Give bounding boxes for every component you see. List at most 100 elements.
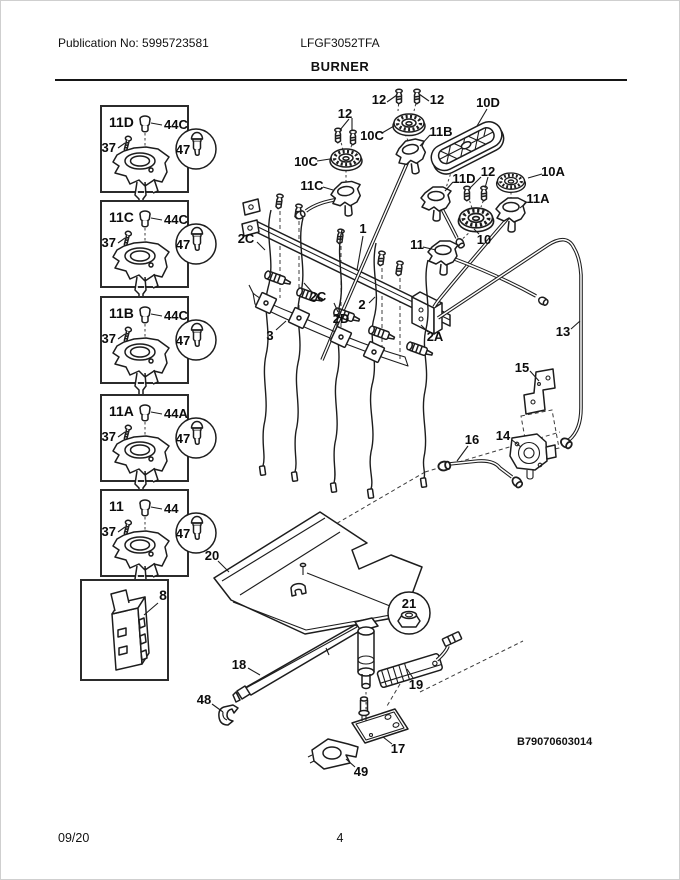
drawing-id-watermark: B79070603014 bbox=[517, 736, 593, 748]
callout-cap: 44C bbox=[164, 308, 188, 323]
callout-11: 11 bbox=[410, 237, 424, 252]
regulator-supply-tube bbox=[437, 237, 583, 451]
burner-support-rail bbox=[232, 617, 379, 710]
callout-leaders bbox=[211, 93, 581, 768]
oven-supply-tube bbox=[436, 459, 525, 490]
retainer-clip bbox=[218, 704, 239, 726]
round-burner-right-10A bbox=[495, 171, 527, 194]
callout-screw: 37 bbox=[102, 235, 116, 250]
detail-box-11C: 11C 44C 37 47 bbox=[100, 200, 217, 305]
callout-2C-lower: 2C bbox=[310, 289, 327, 304]
footer-revision-date: 09/20 bbox=[58, 831, 90, 845]
regulator-bracket bbox=[523, 368, 556, 415]
callout-screw: 37 bbox=[102, 140, 116, 155]
callout-19: 19 bbox=[409, 677, 423, 692]
callout-20: 20 bbox=[205, 548, 219, 563]
callout-12-left: 12 bbox=[338, 106, 352, 121]
surface-igniter bbox=[263, 269, 293, 288]
callout-12-right: 12 bbox=[481, 164, 495, 179]
callout-11C: 11C bbox=[300, 178, 324, 193]
detail-box-11A: 11A 44A 37 47 bbox=[100, 394, 217, 499]
detail-box-11B: 11B 44C 37 47 bbox=[100, 296, 217, 401]
callout-2D: 2D bbox=[333, 311, 350, 326]
burner-screw-12 bbox=[480, 185, 488, 202]
oven-igniter bbox=[376, 631, 463, 689]
burner-screw-12 bbox=[395, 88, 403, 105]
callout-1: 1 bbox=[359, 221, 366, 236]
callout-15: 15 bbox=[515, 360, 529, 375]
callout-cap: 44 bbox=[164, 501, 179, 516]
callout-11D: 11D bbox=[452, 171, 475, 186]
detail-box-id: 11D bbox=[109, 114, 134, 130]
callout-2C-upper: 2C bbox=[238, 231, 255, 246]
clamp-bracket bbox=[307, 738, 359, 770]
callout-orifice: 47 bbox=[176, 142, 190, 157]
model-number: LFGF3052TFA bbox=[300, 36, 380, 50]
burner-screw-12 bbox=[463, 185, 471, 202]
callout-13: 13 bbox=[556, 324, 570, 339]
burner-cap bbox=[139, 306, 151, 324]
callout-14: 14 bbox=[496, 428, 511, 443]
callout-orifice: 47 bbox=[176, 237, 190, 252]
callout-2A: 2A bbox=[427, 329, 444, 344]
header-rule bbox=[55, 79, 627, 81]
callout-12-top-b: 12 bbox=[430, 92, 444, 107]
burner-body-11 bbox=[427, 240, 459, 276]
callout-10A: 10A bbox=[541, 164, 565, 179]
callout-12-top-a: 12 bbox=[372, 92, 386, 107]
burner-screw-12 bbox=[334, 127, 342, 144]
publication-number: Publication No: 5995723581 bbox=[58, 36, 209, 50]
callout-3: 3 bbox=[266, 328, 273, 343]
round-burner-left-10C bbox=[328, 147, 364, 173]
page-title: BURNER bbox=[310, 59, 370, 74]
burner-cap bbox=[139, 499, 151, 517]
callout-49: 49 bbox=[354, 764, 368, 779]
burner-heads bbox=[328, 88, 527, 234]
igniter-wires bbox=[258, 209, 435, 499]
detail-box-id: 11A bbox=[109, 403, 134, 419]
callout-10: 10 bbox=[477, 232, 491, 247]
detail-box-id: 11C bbox=[109, 209, 134, 225]
burner-cap bbox=[139, 210, 151, 228]
detail-box-8: 8 bbox=[80, 579, 169, 681]
burner-cap bbox=[139, 404, 151, 422]
callout-11B: 11B bbox=[429, 124, 452, 139]
footer-page-number: 4 bbox=[336, 831, 344, 845]
callout-48: 48 bbox=[197, 692, 211, 707]
callout-cap: 44A bbox=[164, 406, 188, 421]
callout-17: 17 bbox=[391, 741, 405, 756]
burner-body-11B bbox=[393, 136, 432, 178]
callout-21: 21 bbox=[402, 596, 416, 611]
callout-orifice: 47 bbox=[176, 431, 190, 446]
burner-body-11C bbox=[329, 179, 364, 219]
callout-11A: 11A bbox=[526, 191, 550, 206]
burner-screw-12 bbox=[413, 88, 421, 105]
callout-orifice: 47 bbox=[176, 526, 190, 541]
burner-screw-12 bbox=[349, 129, 357, 146]
round-burner-center-10 bbox=[456, 206, 496, 234]
pressure-regulator bbox=[509, 433, 557, 480]
callout-2: 2 bbox=[358, 297, 365, 312]
callout-cap: 44C bbox=[164, 212, 188, 227]
gas-manifold bbox=[241, 193, 451, 335]
detail-box-11: 11 44 37 47 bbox=[100, 489, 217, 594]
burner-box-heat-shield bbox=[213, 511, 423, 635]
callout-16: 16 bbox=[465, 432, 479, 447]
callout-10C-left: 10C bbox=[294, 154, 318, 169]
spark-module bbox=[110, 589, 150, 671]
callout-10D: 10D bbox=[476, 95, 500, 110]
callout-screw: 37 bbox=[102, 524, 116, 539]
callout-18: 18 bbox=[232, 657, 246, 672]
callout-labels: 12 12 12 10C 10C 10D 11B 11C 11D 12 10A … bbox=[197, 92, 570, 779]
oval-burner-10D bbox=[430, 121, 505, 175]
callout-screw: 37 bbox=[102, 429, 116, 444]
detail-box-id: 11B bbox=[109, 305, 134, 321]
round-burner-top-10C bbox=[391, 112, 427, 138]
callout-orifice: 47 bbox=[176, 333, 190, 348]
burner-cap bbox=[139, 115, 151, 133]
callout-cap: 44C bbox=[164, 117, 188, 132]
shield-nut-detail: 21 bbox=[306, 572, 431, 635]
alignment-guides bbox=[261, 98, 561, 707]
callout-10C-top: 10C bbox=[360, 128, 384, 143]
